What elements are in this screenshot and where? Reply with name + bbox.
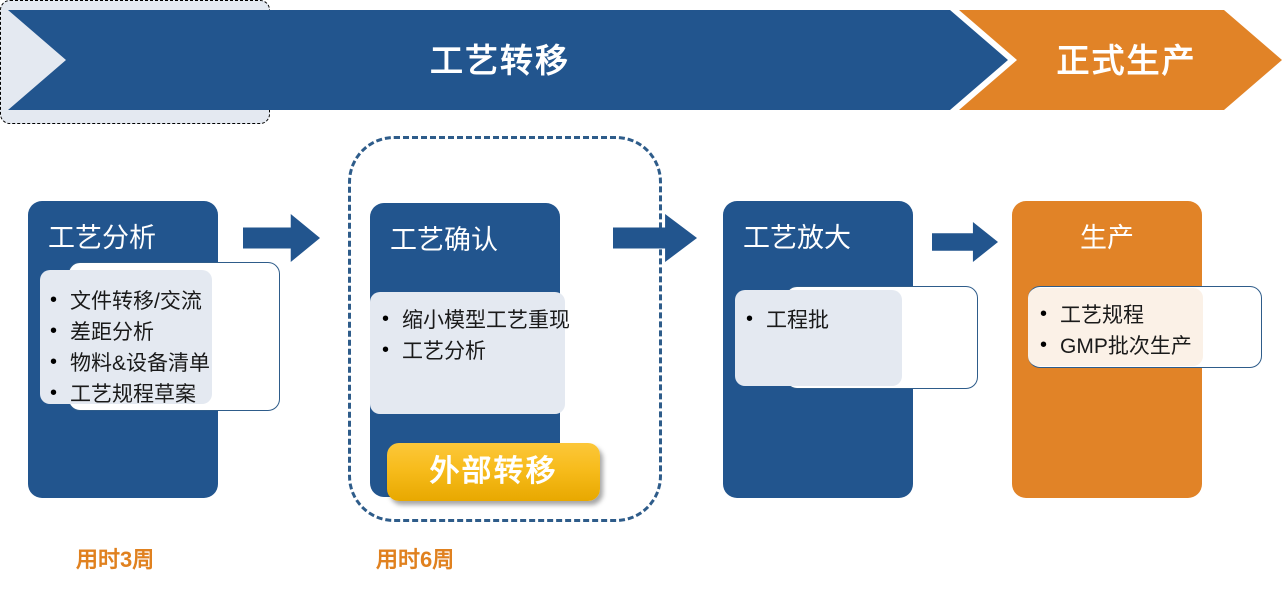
banner-segment-label: 正式生产: [1056, 41, 1197, 79]
banner-segment-process-transfer[interactable]: 工艺转移: [8, 10, 1008, 110]
list-item: 缩小模型工艺重现: [378, 304, 570, 336]
external-transfer-group-outline: [348, 136, 662, 522]
phase-banner: 工艺转移 正式生产: [0, 10, 1286, 110]
phase-4-bullet-list: 工艺规程 GMP批次生产: [1036, 299, 1192, 362]
banner-segment-label: 工艺转移: [430, 41, 570, 79]
external-transfer-badge[interactable]: 外部转移: [387, 443, 600, 501]
list-item: 物料&设备清单: [46, 347, 210, 379]
flow-arrow-1: [243, 214, 320, 262]
flow-arrow-3: [932, 222, 998, 262]
list-item: 工艺分析: [378, 335, 570, 367]
list-item: 工程批: [742, 304, 829, 336]
phase-card-title: 生产: [1080, 223, 1134, 253]
phase-1-bullet-list: 文件转移/交流 差距分析 物料&设备清单 工艺规程草案: [46, 285, 210, 410]
duration-label-phase-1: 用时3周: [76, 547, 155, 572]
phase-card-title: 工艺分析: [48, 223, 156, 253]
phase-card-title: 工艺确认: [390, 225, 498, 255]
duration-label-phase-2: 用时6周: [376, 547, 455, 572]
phase-2-bullet-list: 缩小模型工艺重现 工艺分析: [378, 304, 570, 367]
list-item: 文件转移/交流: [46, 285, 210, 317]
phase-card-title: 工艺放大: [743, 223, 851, 253]
list-item: GMP批次生产: [1036, 330, 1192, 362]
phase-3-bullet-list: 工程批: [742, 304, 829, 336]
list-item: 工艺规程草案: [46, 378, 210, 410]
list-item: 差距分析: [46, 316, 210, 348]
list-item: 工艺规程: [1036, 299, 1192, 331]
external-transfer-badge-label: 外部转移: [429, 455, 558, 488]
